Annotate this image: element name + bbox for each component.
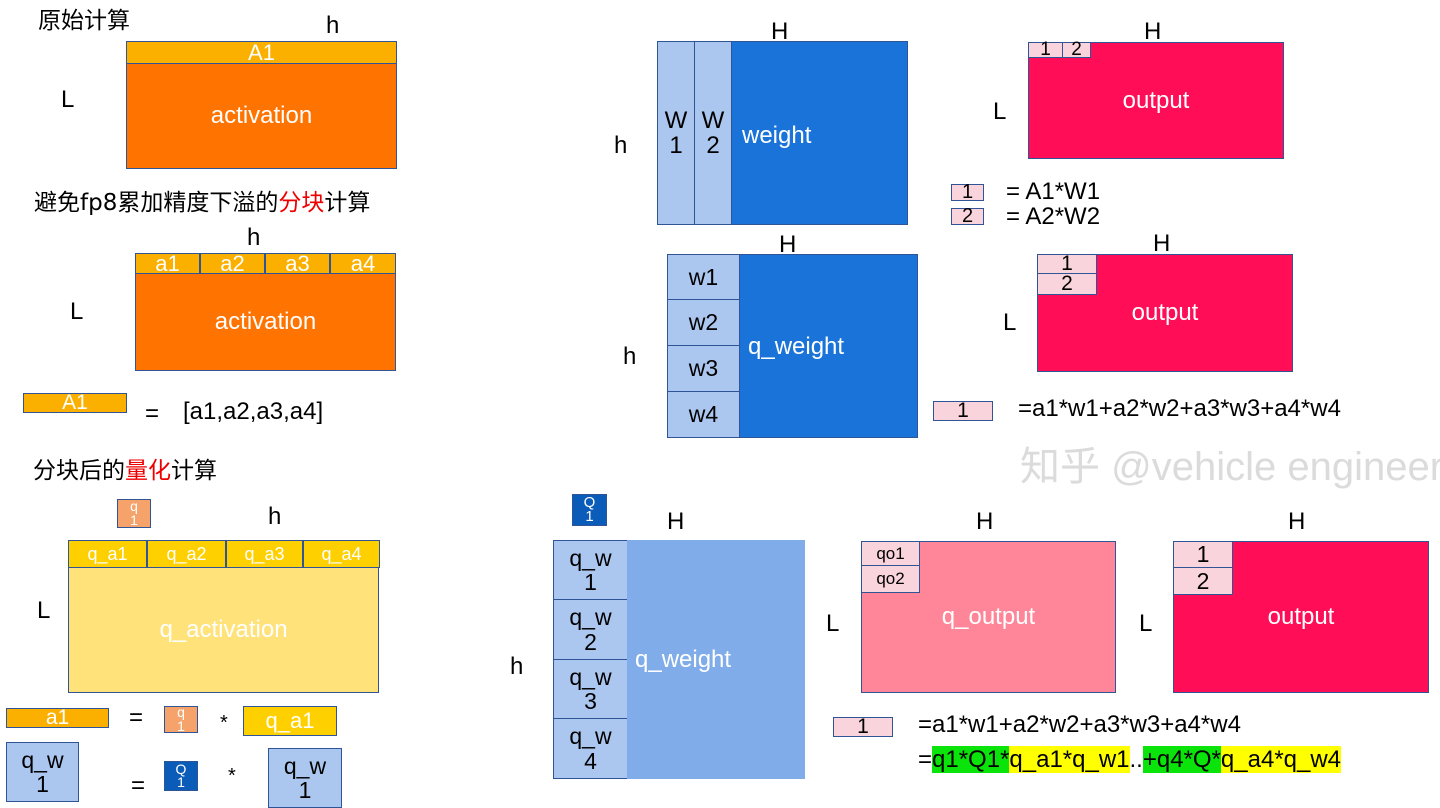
weight-matrix: weight [731,41,908,225]
formula-part: = [918,746,933,773]
block-q_a2: q_a2 [147,540,226,568]
formula-part: .. [1129,746,1143,773]
formula-quant-part: q_a1*q_w1 [1009,746,1130,773]
weight-column-W2: W 2 [694,41,732,225]
legend-box-1: 1 [833,715,893,738]
q-weight-matrix: q_weight [627,540,805,779]
multiply-sign: * [228,765,236,787]
equals-sign: = [131,772,146,799]
legend-text-2: = A2*W2 [1006,203,1101,230]
output-block-1: 1 [1028,40,1063,60]
output-block-1: 1 [1037,252,1097,275]
H-label: H [1288,508,1306,535]
q-output-block-qo1: qo1 [861,541,920,566]
L-label: L [1003,309,1017,336]
weight-row-q_w2: q_w 2 [553,599,628,660]
L-label: L [1139,610,1153,637]
legend-box-1: 1 [933,399,993,422]
section1-title: 原始计算 [38,8,130,34]
L-label: L [37,597,51,624]
block-a1: a1 [135,252,200,275]
weight-row-q_w1: q_w 1 [553,540,628,600]
A1-bar: A1 [23,391,127,414]
q_w1-block: q_w 1 [6,742,79,802]
L-label: L [61,86,75,113]
h-label: h [614,132,628,159]
watermark: 知乎 @vehicle engineer [1020,445,1440,489]
H-label: H [976,508,994,535]
weight-column-W1: W 1 [657,41,695,225]
activation-matrix: activation [126,63,397,169]
title-text: 计算 [171,458,217,484]
weight-row-w1: w1 [667,254,740,300]
q_a1-block: q_a1 [243,706,337,736]
h-label: h [268,503,282,530]
output-block-2: 2 [1037,272,1097,295]
section2-title: 避免fp8累加精度下溢的分块计算 [34,190,370,216]
block-a3: a3 [265,252,330,275]
title-text: 分块后的 [33,458,125,484]
legend-text-1: = A1*W1 [1006,178,1101,205]
block-q_a4: q_a4 [303,540,380,568]
weight-row-q_w4: q_w 4 [553,718,628,779]
output-matrix: output [1037,254,1293,372]
H-label: H [771,18,789,45]
formula-line-1: =a1*w1+a2*w2+a3*w3+a4*w4 [918,711,1241,738]
multiply-sign: * [220,712,228,734]
q-output-block-qo2: qo2 [861,565,920,593]
weight-row-q_w3: q_w 3 [553,659,628,719]
scale-Q1: Q 1 [572,494,607,526]
q-activation-matrix: q_activation [68,567,379,693]
q-weight-matrix: q_weight [739,254,918,438]
output-matrix: output [1028,42,1284,159]
H-label: H [1144,18,1162,45]
equals-sign: = [145,400,160,427]
scale-q1: q 1 [117,499,151,528]
H-label: H [1153,230,1171,257]
scale-Q1: Q 1 [164,761,198,791]
L-label: L [826,610,840,637]
formula-line-2: =q1*Q1*q_a1*q_w1..+q4*Q*q_a4*q_w4 [918,746,1342,774]
L-label: L [993,98,1007,125]
weight-row-w3: w3 [667,345,740,392]
weight-row-w4: w4 [667,391,740,438]
a1-bar: a1 [6,706,109,729]
section3-title: 分块后的量化计算 [33,458,217,484]
block-list: [a1,a2,a3,a4] [183,398,324,425]
h-label: h [247,224,261,251]
h-label: h [510,653,524,680]
weight-row-w2: w2 [667,299,740,346]
formula-scale-part: +q4*Q* [1142,746,1221,773]
h-label: h [623,343,637,370]
legend-box-2: 2 [951,206,984,227]
title-highlight: 量化 [125,458,171,484]
formula-scale-part: q1*Q1* [932,746,1010,773]
title-text: 计算 [324,190,371,216]
output-block-2: 2 [1062,40,1091,60]
legend-formula: =a1*w1+a2*w2+a3*w3+a4*w4 [1018,395,1341,422]
block-a4: a4 [330,252,396,275]
equals-sign: = [129,704,144,731]
block-q_a3: q_a3 [226,540,303,568]
L-label: L [70,298,84,325]
scale-q1: q 1 [164,705,198,733]
legend-box-1: 1 [951,182,984,203]
activation-matrix: activation [135,273,396,371]
block-q_a1: q_a1 [68,540,147,568]
q-output-matrix: q_output [861,541,1116,693]
q_w1-block: q_w 1 [268,748,342,808]
H-label: H [779,231,797,258]
title-highlight: 分块 [278,190,325,216]
output-block-1: 1 [1173,541,1233,568]
h-label: h [326,12,340,39]
formula-quant-part: q_a4*q_w4 [1220,746,1342,773]
H-label: H [667,508,685,535]
title-text: 避免fp8累加精度下溢的 [34,190,279,216]
A1-bar: A1 [126,41,397,64]
block-a2: a2 [200,252,265,275]
output-block-2: 2 [1173,567,1233,595]
